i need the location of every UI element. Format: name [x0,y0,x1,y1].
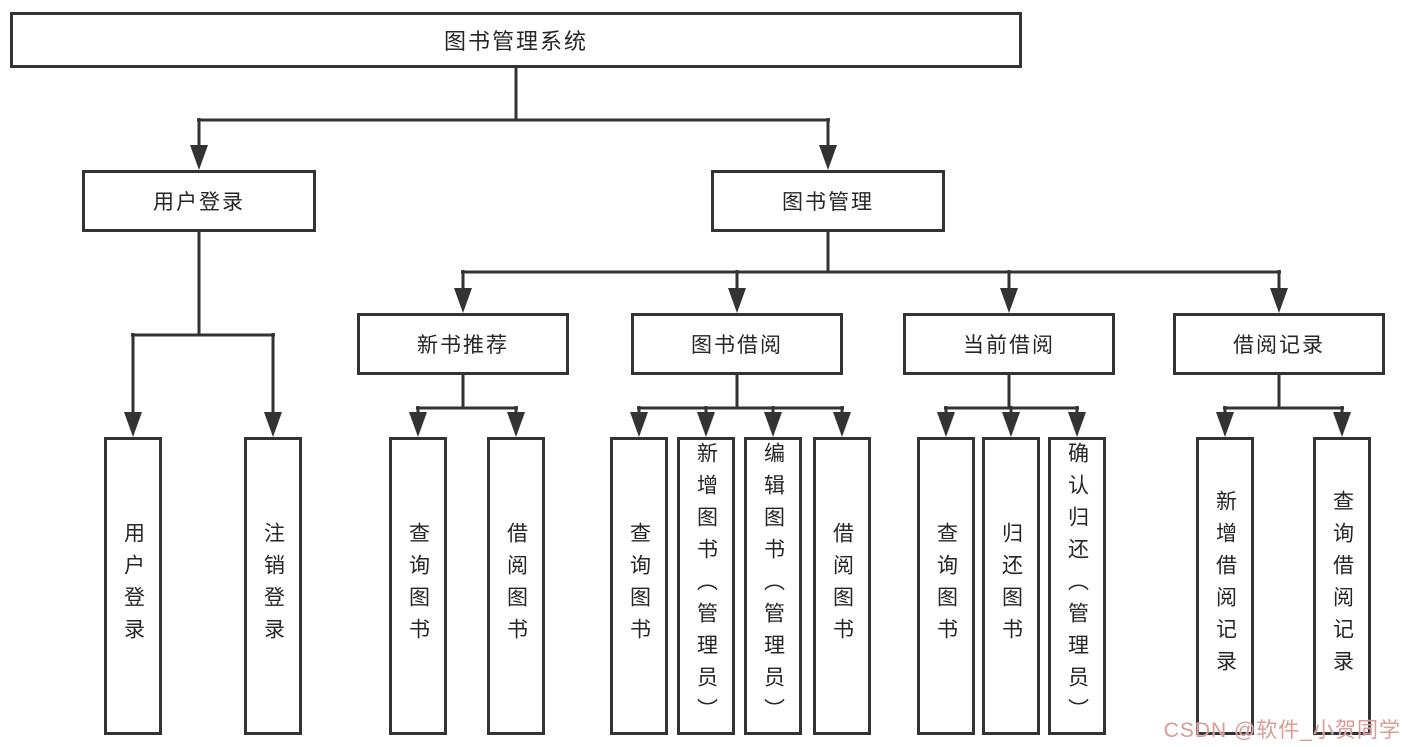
leaf-query-borrow-record: 查询借阅记录 [1313,437,1371,735]
leaf-query-books-2: 查询图书 [610,437,668,735]
leaf-borrow-books-1: 借阅图书 [487,437,545,735]
node-new-book-recommend: 新书推荐 [357,313,569,375]
leaf-query-books-1: 查询图书 [389,437,447,735]
node-book-borrow: 图书借阅 [631,313,843,375]
node-borrow-records: 借阅记录 [1173,313,1385,375]
leaf-confirm-return-admin: 确认归还（管理员） [1048,437,1106,735]
leaf-edit-books-admin: 编辑图书（管理员） [744,437,802,735]
node-book-management: 图书管理 [711,170,945,232]
leaf-query-books-3: 查询图书 [917,437,975,735]
leaf-add-books-admin: 新增图书（管理员） [677,437,735,735]
leaf-user-login: 用户登录 [104,437,162,735]
leaf-logout: 注销登录 [244,437,302,735]
node-user-login: 用户登录 [82,170,316,232]
node-current-borrow: 当前借阅 [903,313,1115,375]
leaf-borrow-books-2: 借阅图书 [813,437,871,735]
node-root: 图书管理系统 [10,12,1022,68]
leaf-return-books: 归还图书 [982,437,1040,735]
leaf-add-borrow-record: 新增借阅记录 [1196,437,1254,735]
